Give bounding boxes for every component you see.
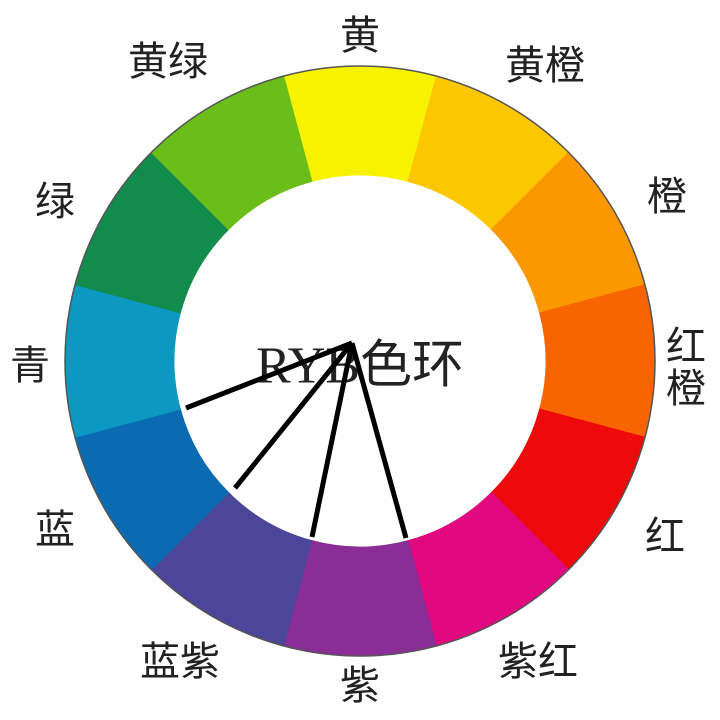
label-orange: 橙 bbox=[647, 174, 687, 220]
pointer-line bbox=[309, 342, 355, 538]
label-blue-violet: 蓝紫 bbox=[140, 639, 220, 685]
label-red-violet: 紫红 bbox=[498, 639, 578, 685]
label-violet: 紫 bbox=[340, 663, 380, 709]
label-green: 绿 bbox=[35, 179, 75, 225]
label-cyan: 青 bbox=[10, 343, 50, 389]
label-yellow: 黄 bbox=[340, 13, 380, 59]
pointer-line bbox=[185, 340, 353, 411]
label-red: 红 bbox=[645, 514, 685, 560]
wheel-outline bbox=[64, 65, 656, 657]
label-yellow-orange: 黄橙 bbox=[505, 43, 585, 89]
label-yellow-green: 黄绿 bbox=[128, 39, 208, 85]
pointer-line bbox=[349, 342, 409, 539]
label-red-orange: 红橙 bbox=[666, 324, 706, 412]
pointer-line bbox=[233, 341, 354, 490]
label-blue: 蓝 bbox=[35, 507, 75, 553]
